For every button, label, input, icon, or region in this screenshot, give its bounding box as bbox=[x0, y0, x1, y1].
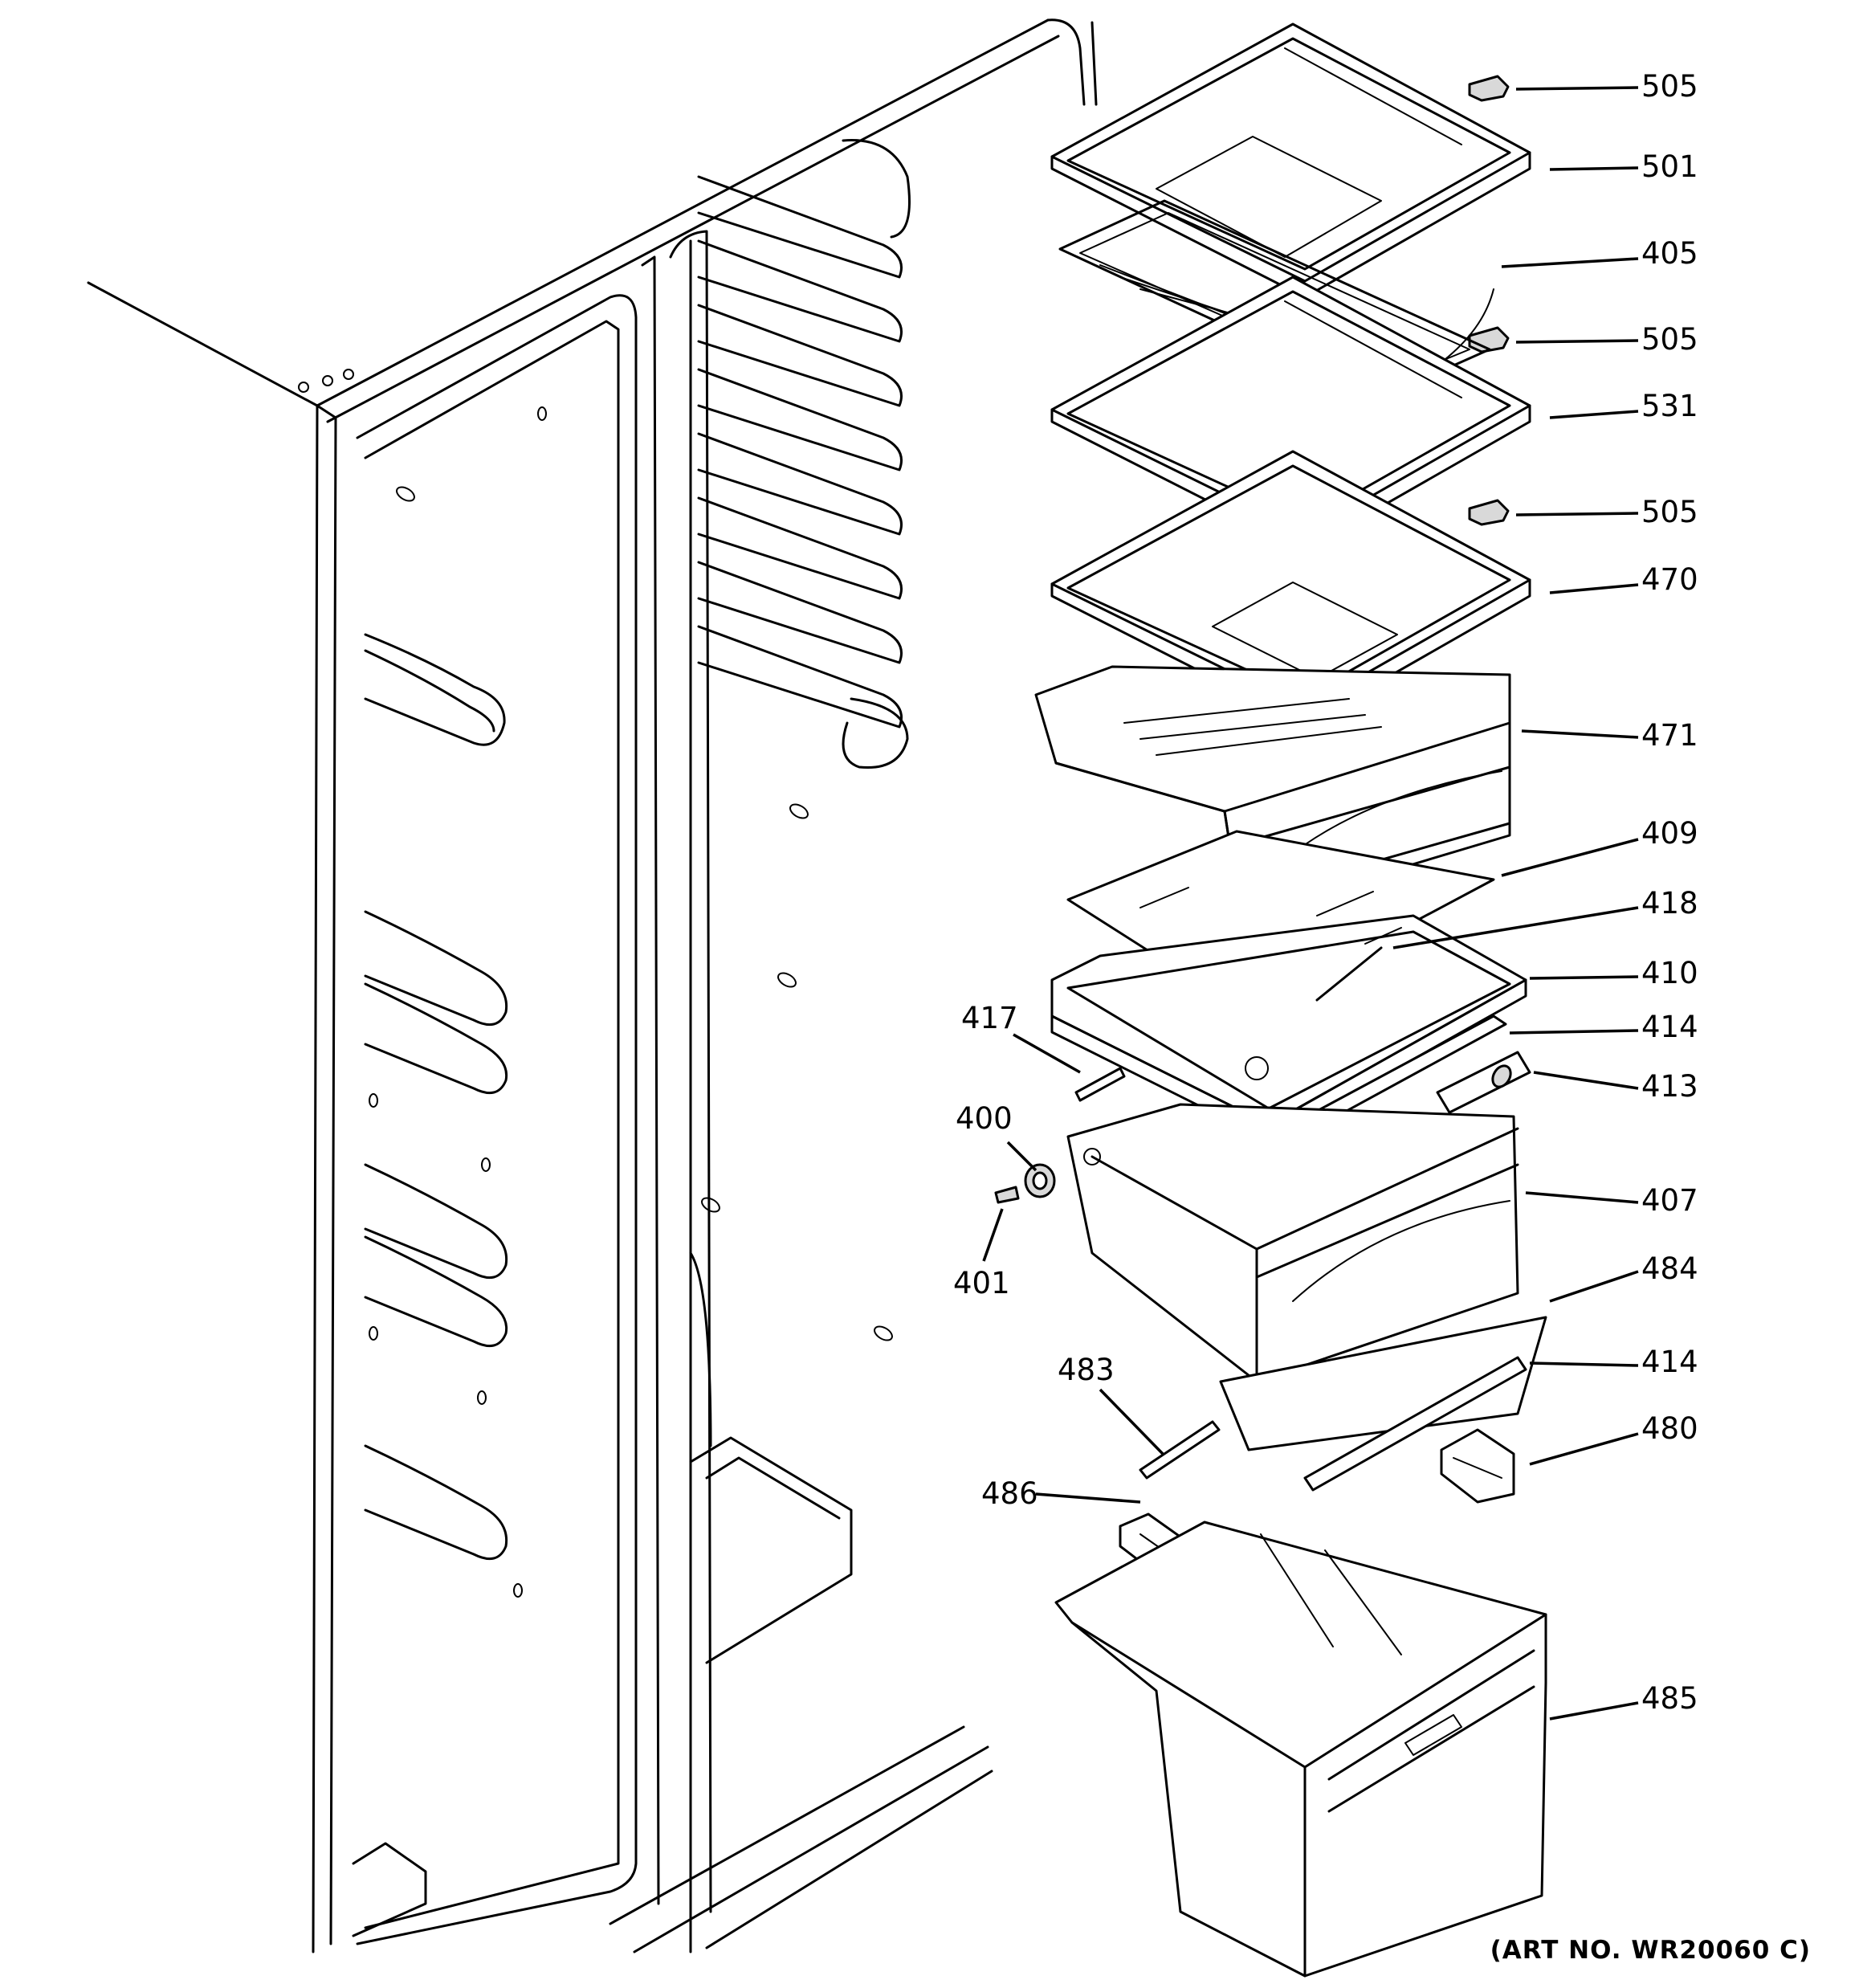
callout-483: 483 bbox=[1058, 1353, 1115, 1387]
cap-400 bbox=[1024, 1163, 1056, 1198]
callout-labels: 505 501 405 505 531 505 470 471 409 418 … bbox=[953, 69, 1698, 1716]
cover-484 bbox=[1219, 1316, 1547, 1451]
callout-501: 501 bbox=[1641, 149, 1698, 184]
callout-410: 410 bbox=[1641, 956, 1698, 990]
cylinder-413 bbox=[1436, 1051, 1531, 1114]
shelf-clip-505-lower bbox=[1468, 499, 1510, 526]
bracket-480 bbox=[1440, 1428, 1515, 1504]
crisper-drawer-407 bbox=[1066, 1103, 1519, 1383]
rod-418 bbox=[1315, 946, 1383, 1002]
callout-413: 413 bbox=[1641, 1069, 1698, 1104]
callout-486: 486 bbox=[981, 1476, 1038, 1511]
callout-407: 407 bbox=[1641, 1183, 1698, 1218]
leader-lines bbox=[982, 86, 1639, 1721]
callout-505-top: 505 bbox=[1641, 69, 1698, 104]
shelf-470 bbox=[1050, 450, 1531, 726]
freezer-shelf-ribs bbox=[697, 139, 911, 769]
callout-418: 418 bbox=[1641, 886, 1698, 921]
rail-414-lower bbox=[1303, 1356, 1527, 1492]
screw-401 bbox=[994, 1186, 1020, 1204]
callout-414-lower: 414 bbox=[1641, 1345, 1698, 1379]
callout-531: 531 bbox=[1641, 389, 1698, 423]
art-number: (ART NO. WR20060 C) bbox=[1490, 1936, 1811, 1965]
callout-400: 400 bbox=[956, 1101, 1013, 1136]
callout-505-lower: 505 bbox=[1641, 495, 1698, 529]
shelf-501 bbox=[1050, 22, 1531, 299]
callout-485: 485 bbox=[1641, 1681, 1698, 1716]
callout-484: 484 bbox=[1641, 1251, 1698, 1286]
slide-417 bbox=[1074, 1067, 1126, 1102]
callout-409: 409 bbox=[1641, 816, 1698, 851]
refrigerator-cabinet bbox=[87, 18, 1098, 1953]
callout-414-upper: 414 bbox=[1641, 1010, 1698, 1044]
shelf-531 bbox=[1050, 276, 1531, 552]
bottom-bin-485 bbox=[1054, 1521, 1547, 1978]
callout-405: 405 bbox=[1641, 236, 1698, 271]
shelf-support-ribs bbox=[364, 633, 508, 1561]
callout-417: 417 bbox=[961, 1001, 1018, 1035]
liner-slots bbox=[369, 406, 893, 1598]
callout-470: 470 bbox=[1641, 562, 1698, 597]
shelf-clip-505-top bbox=[1468, 75, 1510, 102]
callout-505-middle: 505 bbox=[1641, 322, 1698, 357]
callout-471: 471 bbox=[1641, 718, 1698, 753]
slide-483 bbox=[1139, 1420, 1221, 1480]
callout-401: 401 bbox=[953, 1266, 1010, 1300]
callout-480: 480 bbox=[1641, 1411, 1698, 1446]
